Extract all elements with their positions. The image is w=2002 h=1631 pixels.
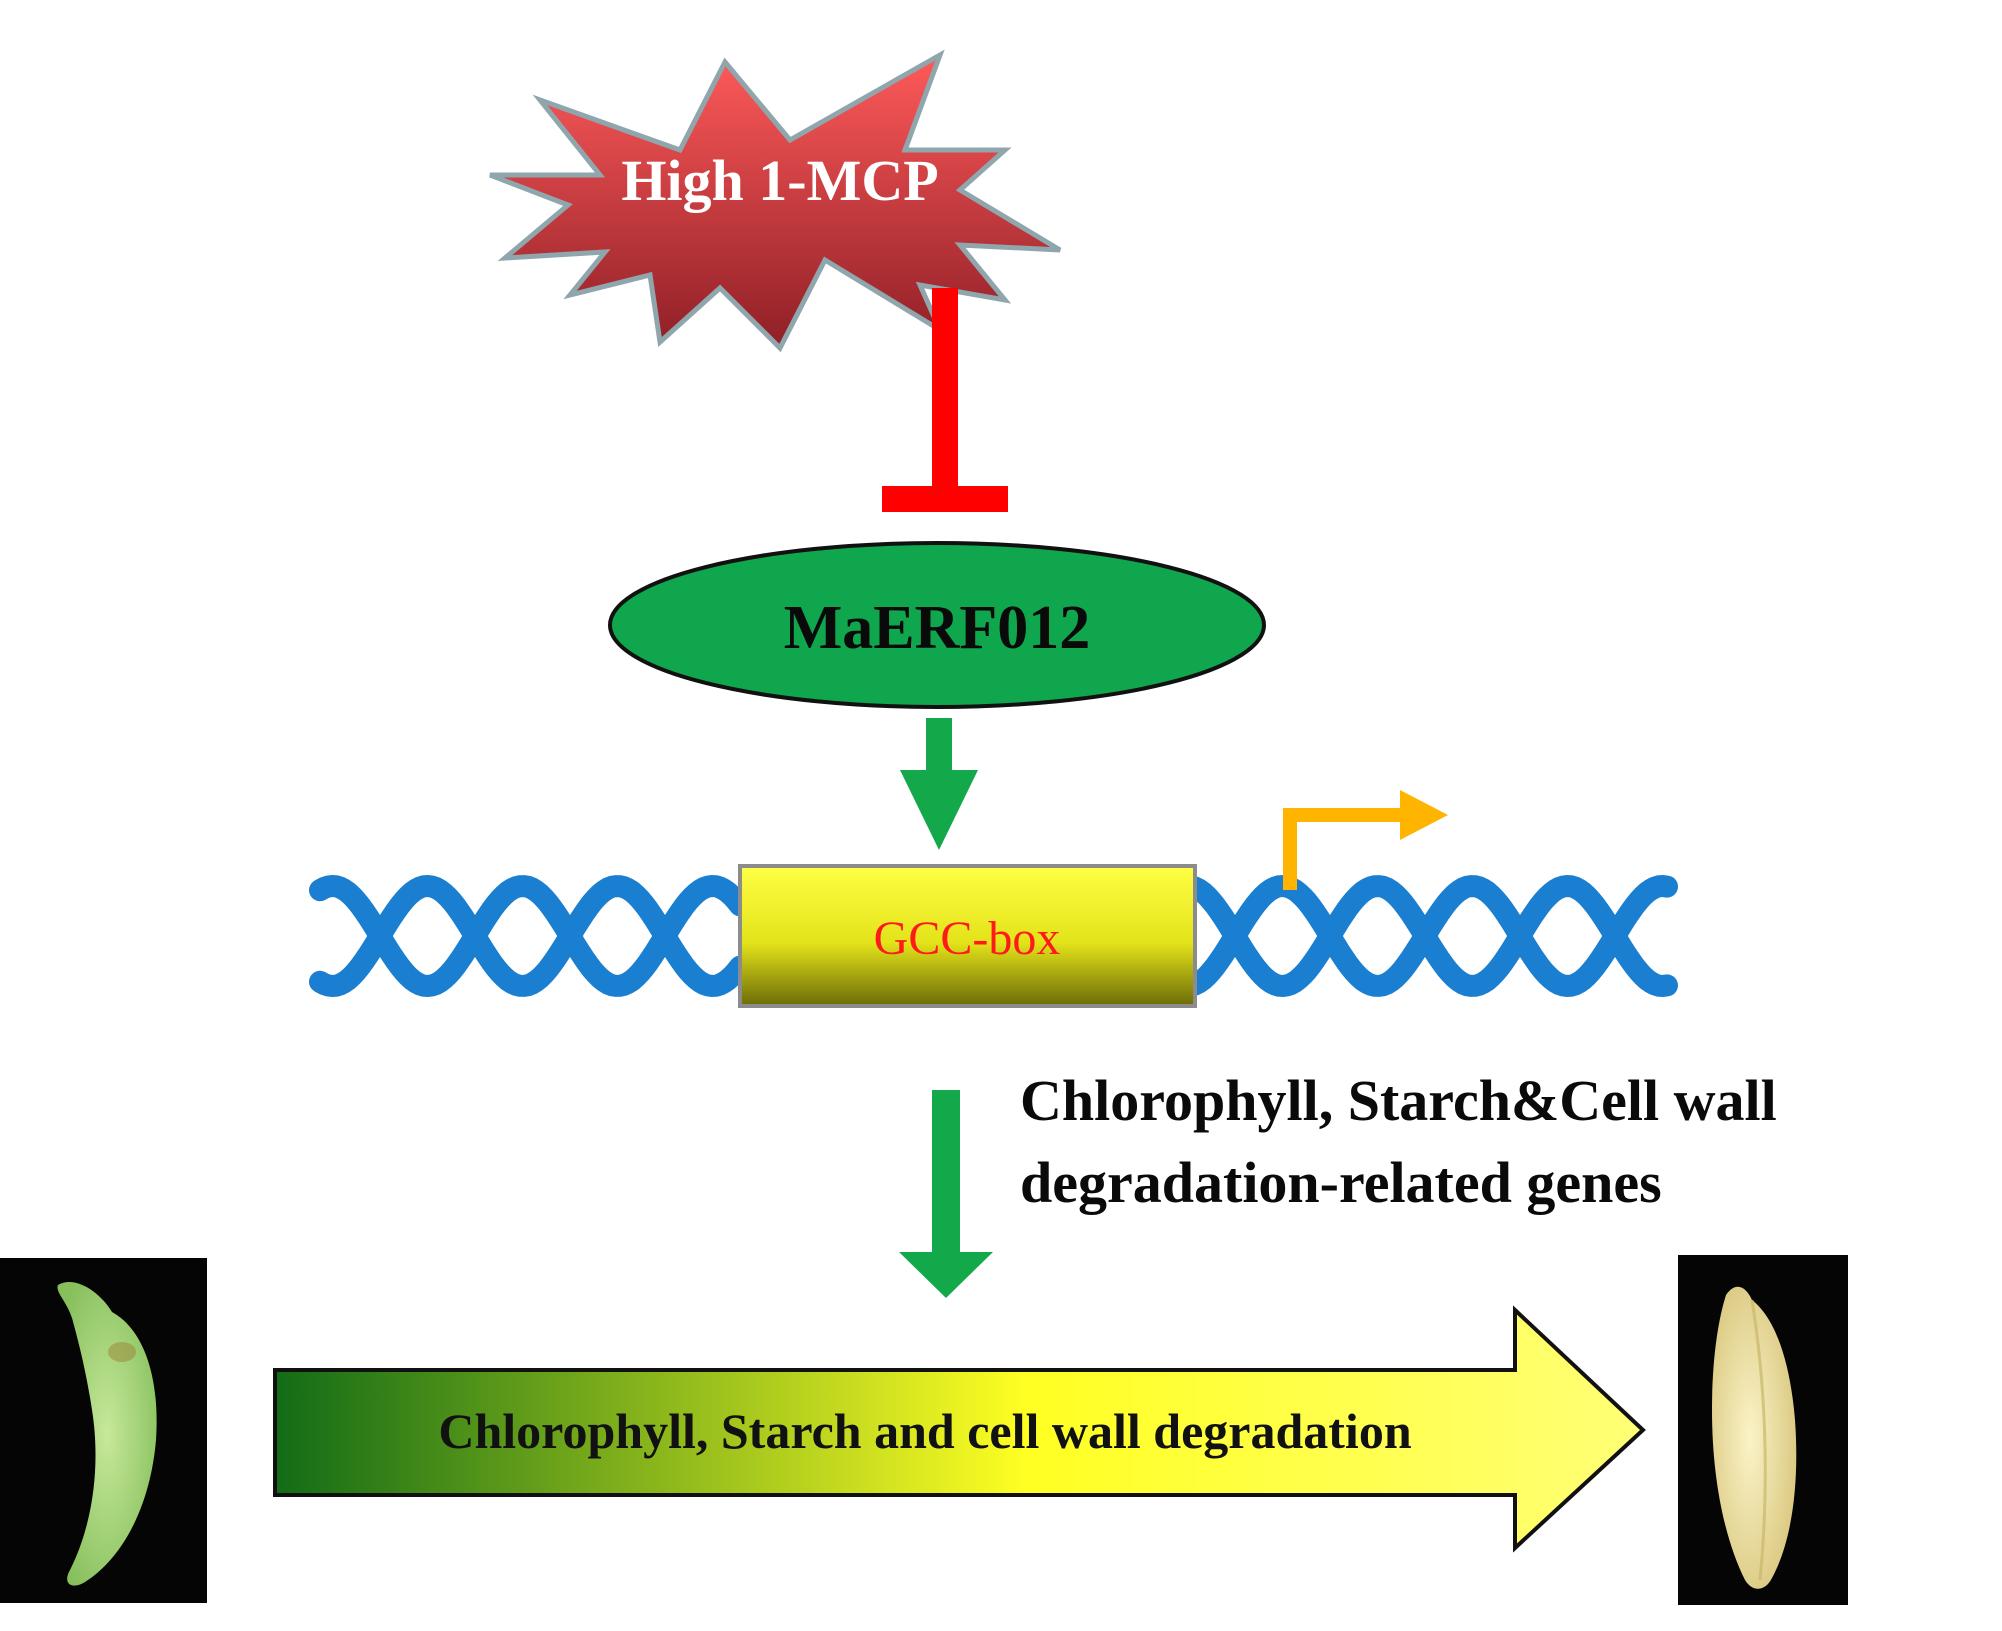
factor-ellipse [608,541,1266,709]
target-genes-line-2: degradation-related genes [1020,1150,1662,1215]
ripe-banana-image [1678,1255,1848,1605]
binding-arrow-head [900,770,978,850]
stimulus-node: High 1-MCP [489,49,1062,353]
binding-arrow-shaft [926,718,952,772]
dna-helix [309,874,1678,998]
inhibition-bar [882,486,1008,512]
promoter-node: GCC-box [738,864,1197,1008]
regulation-arrow-head [899,1252,993,1298]
regulation-arrow-shaft [932,1090,960,1255]
tss-vertical [1283,808,1297,890]
target-genes-label: Chlorophyll, Starch&Cell wall degradatio… [1020,1068,1777,1215]
tss-horizontal [1283,808,1403,822]
unripe-banana-image [0,1258,207,1603]
yellow-banana-icon [1712,1286,1797,1589]
factor-label: MaERF012 [784,594,1091,662]
process-arrow: Chlorophyll, Starch and cell wall degrad… [273,1305,1646,1553]
banana-ridge [1750,1299,1767,1581]
dna-strand-right-b [1184,874,1678,998]
inhibition-edge [882,288,1008,512]
regulation-arrow [899,1090,993,1298]
transcription-start-arrow [1283,790,1448,890]
dna-strand-left-b [309,874,751,998]
tss-arrowhead [1400,790,1448,840]
banana-spot [108,1342,136,1362]
factor-node: MaERF012 [608,541,1266,709]
binding-arrow [900,718,978,850]
inhibition-line [932,288,958,498]
target-genes-line-1: Chlorophyll, Starch&Cell wall [1020,1068,1777,1133]
process-arrow-shape [273,1305,1646,1553]
gcc-box-rect [738,864,1197,1008]
stimulus-label: High 1-MCP [621,148,938,213]
process-label: Chlorophyll, Starch and cell wall degrad… [438,1403,1411,1459]
starburst-shape [489,49,1062,353]
gcc-box-label: GCC-box [874,912,1061,965]
